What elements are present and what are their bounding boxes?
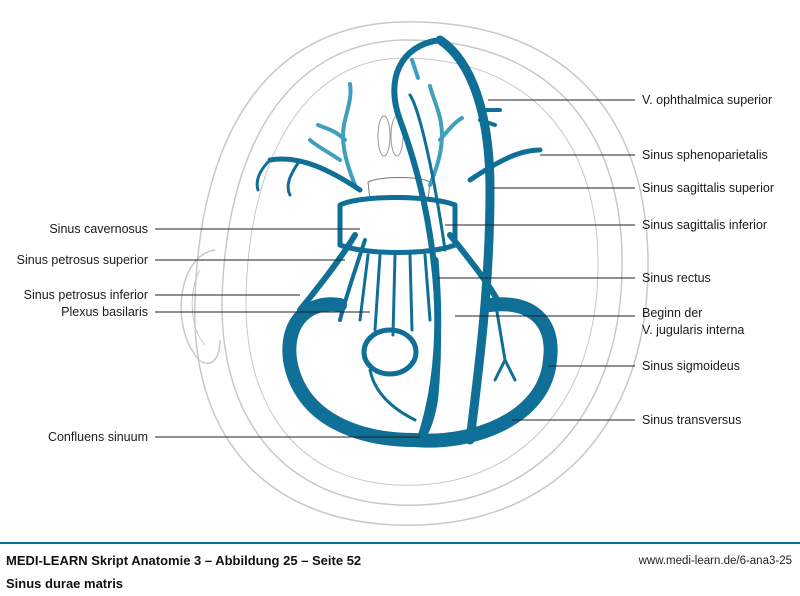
label-plexus-basilaris: Plexus basilaris [61,305,148,319]
label-sinus-cavernosus: Sinus cavernosus [49,222,148,236]
label-sinus-sagittalis-superior: Sinus sagittalis superior [642,181,774,195]
dural-sinuses [255,35,558,448]
label-sinus-sigmoideus: Sinus sigmoideus [642,359,740,373]
label-sinus-sagittalis-inferior: Sinus sagittalis inferior [642,218,767,232]
label-sinus-transversus: Sinus transversus [642,413,741,427]
label-sinus-rectus: Sinus rectus [642,271,711,285]
light-vessels [308,58,464,187]
footer-rule [0,542,800,544]
label-v-jugularis-interna: V. jugularis interna [642,323,744,337]
label-sinus-petrosus-superior: Sinus petrosus superior [17,253,148,267]
sinus-durae-matris-diagram: Sinus cavernosus Sinus petrosus superior… [17,21,774,526]
footer-subtitle: Sinus durae matris [6,576,124,591]
label-v-ophthalmica-superior: V. ophthalmica superior [642,93,772,107]
label-beginn-der: Beginn der [642,306,702,320]
label-confluens-sinuum: Confluens sinuum [48,430,148,444]
skull-outline [180,21,649,526]
footer-url: www.medi-learn.de/6-ana3-25 [638,555,792,567]
footer-title: MEDI-LEARN Skript Anatomie 3 – Abbildung… [6,553,362,568]
label-sinus-sphenoparietalis: Sinus sphenoparietalis [642,148,768,162]
label-sinus-petrosus-inferior: Sinus petrosus inferior [24,288,148,302]
leader-lines [155,99,635,438]
